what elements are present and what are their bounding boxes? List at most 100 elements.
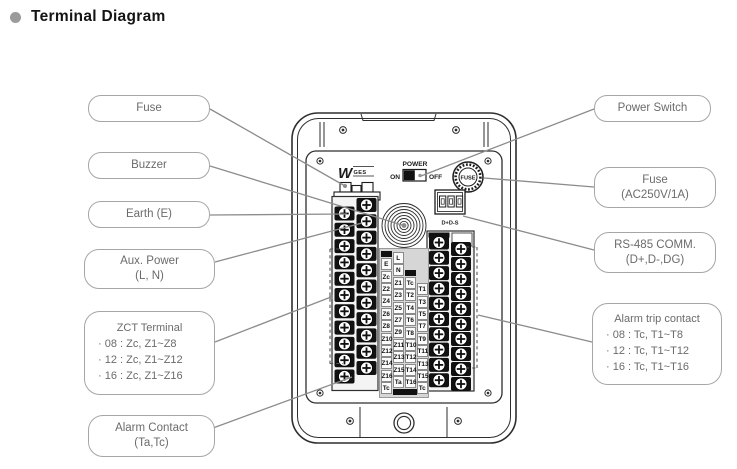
terminal-screw (429, 357, 449, 372)
buzzer (381, 203, 427, 248)
callout-label: (L, N) (135, 270, 164, 282)
leader-fuse-rating (483, 177, 595, 188)
terminal-screw (334, 271, 355, 286)
leader-zct (214, 296, 332, 343)
callout-label: Fuse (642, 173, 668, 186)
terminal-label: E (380, 258, 392, 271)
callout-label: ZCT Terminal (116, 322, 183, 335)
terminal-label: Z6 (380, 307, 392, 320)
terminal-screw (451, 347, 471, 361)
callout-label: · 16 : Zc, Z1~Z16 (98, 369, 183, 382)
terminal-label: Z1 (392, 276, 404, 289)
terminal-label: Z11 (392, 338, 404, 351)
terminal-screw (356, 295, 377, 310)
terminal-screw (429, 281, 449, 296)
power-switch: POWER ON OFF (390, 161, 442, 182)
terminal-label: T9 (416, 332, 428, 345)
power-off-label: OFF (429, 174, 442, 181)
case-screws (339, 126, 462, 434)
leader-lines (209, 108, 595, 429)
terminal-label: Z13 (392, 351, 405, 364)
terminal-screw (451, 302, 471, 316)
leader-rs485 (462, 215, 595, 251)
terminal-screw (334, 320, 355, 335)
leader-earth (209, 213, 348, 216)
rs485-connector: D+D-S (434, 189, 466, 227)
callout-label: RS-485 COMM. (614, 238, 696, 251)
callout-fuse: Fuse (88, 95, 210, 122)
terminal-screw (356, 246, 377, 261)
terminal-screws (334, 198, 471, 391)
terminal-screw (451, 362, 471, 376)
terminal-label: Z7 (392, 314, 404, 326)
terminal-screw (356, 328, 377, 343)
terminal-label: Z10 (380, 332, 393, 345)
terminal-label: T10 (404, 339, 417, 351)
terminal-label: Zc (380, 270, 392, 283)
terminal-label: Z4 (380, 295, 392, 308)
terminal-label: T15 (416, 370, 429, 382)
terminal-screw (356, 198, 377, 212)
callout-rs485-comm: RS-485 COMM. (D+,D-,DG) (594, 232, 716, 273)
panel-fuse-label: FUSE (461, 175, 476, 181)
callout-label: Aux. Power (120, 255, 179, 268)
power-on-label: ON (390, 174, 400, 181)
callout-label: (AC250V/1A) (621, 188, 689, 201)
callout-label: Alarm Contact (115, 422, 188, 435)
terminal-label: T7 (416, 320, 428, 333)
terminal-screw (451, 317, 471, 331)
brand-logo-sub: GES (354, 170, 367, 176)
terminal-screw (356, 263, 377, 278)
terminal-screw (451, 287, 471, 301)
terminal-screw (451, 272, 471, 286)
terminal-label: Tc (416, 382, 428, 395)
terminal-label: T8 (404, 326, 416, 339)
terminal-label: T13 (416, 357, 429, 370)
callout-label: Alarm trip contact (614, 313, 700, 326)
terminal-label: Z9 (392, 326, 404, 339)
terminal-screw (451, 242, 471, 256)
panel-fuse: FUSE (452, 161, 484, 193)
callout-label: · 08 : Zc, Z1~Z8 (98, 338, 177, 351)
callout-alarm-trip-contact: Alarm trip contact · 08 : Tc, T1~T8 · 12… (592, 303, 722, 385)
terminal-screw (356, 230, 377, 245)
terminal-label: L (392, 252, 404, 264)
section-title: Terminal Diagram (10, 8, 166, 26)
terminal-label: Ta (392, 376, 404, 388)
power-label: POWER (403, 161, 428, 168)
terminal-screw (429, 327, 449, 342)
grid-marker-top-left (380, 251, 392, 257)
terminal-screw (356, 312, 377, 327)
terminal-label: T3 (416, 295, 428, 308)
callout-fuse-rating: Fuse (AC250V/1A) (594, 167, 716, 208)
terminal-label: Z15 (392, 363, 405, 376)
terminal-screw (451, 332, 471, 346)
terminal-label: T6 (404, 314, 416, 327)
page-title: Terminal Diagram (31, 8, 166, 25)
terminal-label: T2 (404, 289, 416, 302)
terminal-screw (429, 296, 449, 311)
terminal-screw (334, 304, 355, 319)
callout-label: (Ta,Tc) (134, 437, 169, 449)
grid-marker-bottom (392, 388, 417, 395)
terminal-screw (429, 266, 449, 281)
terminal-screw (356, 279, 377, 294)
terminal-label: Tc (380, 382, 392, 395)
device-case (291, 112, 517, 444)
terminal-label: T11 (416, 345, 428, 358)
terminal-label: N (392, 264, 404, 277)
section-bullet-icon (10, 11, 21, 23)
callout-buzzer: Buzzer (88, 152, 210, 179)
terminal-screw (429, 250, 449, 265)
terminal-screw (334, 288, 355, 302)
terminal-label: Z5 (392, 301, 404, 314)
terminal-panel (305, 150, 503, 404)
callout-label: Power Switch (617, 102, 688, 115)
leader-alarm-trip (477, 314, 593, 343)
terminal-label: Z8 (380, 320, 392, 333)
callout-label: (D+,D-,DG) (625, 253, 685, 266)
terminal-label: T1 (416, 283, 428, 296)
terminal-screw (429, 235, 449, 250)
